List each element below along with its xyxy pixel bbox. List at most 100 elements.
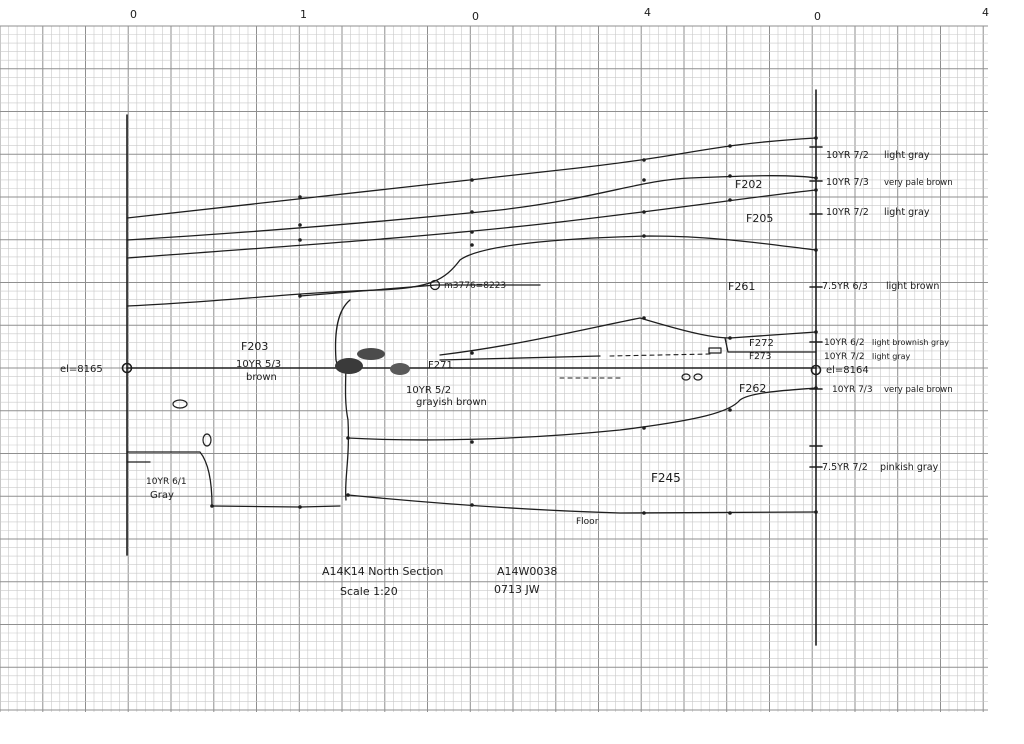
legend-code: 7.5YR 6/3 [822, 281, 868, 292]
feature-label-f272: F272 [749, 338, 774, 349]
cobbles [172, 279, 722, 447]
survey-vertex [298, 223, 302, 227]
legend-code: 10YR 7/2 [826, 150, 869, 161]
boundary-f271 [439, 355, 601, 361]
boundary-f203-cut [334, 299, 351, 369]
survey-vertex [814, 188, 818, 192]
ruler-mark: 0 [472, 10, 479, 23]
caption-scale: Scale 1:20 [340, 585, 398, 598]
caption-title: A14K14 North Section [322, 565, 443, 578]
cobble-stone [390, 363, 410, 375]
legend-desc: very pale brown [884, 178, 953, 188]
section-frame [121, 89, 823, 646]
survey-vertex [470, 230, 474, 234]
survey-vertex [642, 158, 646, 162]
cobble-stone [357, 348, 385, 360]
survey-vertex [814, 386, 818, 390]
feature-color-f271: 10YR 5/2 [406, 385, 451, 396]
feature-label-f273: F273 [749, 352, 771, 362]
survey-vertex [814, 510, 818, 514]
survey-vertex [642, 234, 646, 238]
strata-lines [126, 137, 817, 514]
ruler-mark: 0 [814, 10, 821, 23]
legend-desc: light gray [884, 207, 930, 218]
survey-vertex [728, 174, 732, 178]
feature-label-f262: F262 [739, 382, 766, 395]
survey-vertex [298, 294, 302, 298]
boundary-f202-f205 [126, 175, 817, 241]
legend-code: 10YR 6/2 [824, 338, 865, 348]
survey-vertex [642, 426, 646, 430]
boundary-gray-pocket [126, 451, 213, 507]
survey-vertex [642, 178, 646, 182]
legend-desc: light brownish gray [872, 338, 949, 347]
boundary-f272-top [439, 317, 817, 356]
ruler-mark: 1 [300, 8, 307, 21]
survey-vertex [642, 316, 646, 320]
survey-vertex [814, 248, 818, 252]
boundary-f203-base [344, 359, 350, 501]
datum-point-right [810, 364, 822, 376]
pebble-outline [693, 373, 703, 381]
section-labels: el=8165 el=8164 m3776=8223 Floor F203 10… [60, 178, 869, 527]
top-ruler: 0 1 0 4 0 4 [130, 6, 989, 23]
survey-vertex [298, 195, 302, 199]
survey-vertex [470, 210, 474, 214]
survey-vertex [728, 198, 732, 202]
pebble-outline [708, 347, 722, 354]
datum-label-right: el=8164 [826, 365, 869, 376]
survey-vertex [470, 178, 474, 182]
dashed-boundary [609, 353, 711, 357]
boundary-ledge [299, 284, 437, 297]
legend-code: 10YR 7/3 [826, 177, 869, 188]
survey-vertex [642, 210, 646, 214]
feature-color-f203: 10YR 5/3 [236, 359, 281, 370]
floor-line [347, 494, 817, 514]
survey-points [210, 136, 818, 515]
pebble-outline [172, 399, 188, 409]
caption-date-initials: 0713 JW [494, 583, 540, 596]
survey-vertex [814, 330, 818, 334]
boundary-f205-base [126, 189, 817, 259]
survey-vertex [728, 144, 732, 148]
legend-desc: pinkish gray [880, 462, 939, 473]
survey-vertex [642, 511, 646, 515]
section-caption: A14K14 North Section A14W0038 Scale 1:20… [322, 565, 557, 598]
legend-code: 10YR 7/2 [824, 352, 865, 362]
feature-label-f245: F245 [651, 471, 681, 485]
boundary-f261-top [126, 235, 817, 307]
pebble-outline [202, 433, 212, 447]
boundary-f202-top [126, 137, 817, 219]
floor-label: Floor [576, 517, 599, 527]
legend-desc: light gray [872, 352, 911, 361]
feature-color-gray: 10YR 6/1 [146, 477, 187, 487]
ruler-mark: 4 [982, 6, 989, 19]
survey-point-upper [429, 279, 441, 291]
feature-label-f203: F203 [241, 340, 268, 353]
munsell-legend: 10YR 7/2 light gray 10YR 7/3 very pale b… [822, 150, 953, 473]
survey-vertex [470, 243, 474, 247]
survey-vertex [298, 238, 302, 242]
legend-code: 10YR 7/2 [826, 207, 869, 218]
survey-vertex [298, 505, 302, 509]
feature-label-f261: F261 [728, 280, 755, 293]
survey-vertex [728, 408, 732, 412]
legend-code: 10YR 7/3 [832, 385, 873, 395]
graph-grid [0, 25, 988, 712]
legend-desc: light gray [884, 150, 930, 161]
survey-vertex [814, 136, 818, 140]
legend-desc: light brown [886, 281, 939, 292]
boundary-f262-base [347, 387, 817, 441]
feature-desc-f271: grayish brown [416, 397, 487, 408]
datum-point-left [121, 362, 133, 374]
survey-vertex [470, 440, 474, 444]
survey-vertex [814, 176, 818, 180]
caption-locus: A14W0038 [497, 565, 557, 578]
ruler-mark: 0 [130, 8, 137, 21]
survey-vertex [470, 351, 474, 355]
pebble-outline [681, 373, 691, 381]
feature-label-f271: F271 [428, 360, 453, 371]
legend-desc: very pale brown [884, 385, 953, 395]
feature-label-f205: F205 [746, 212, 773, 225]
